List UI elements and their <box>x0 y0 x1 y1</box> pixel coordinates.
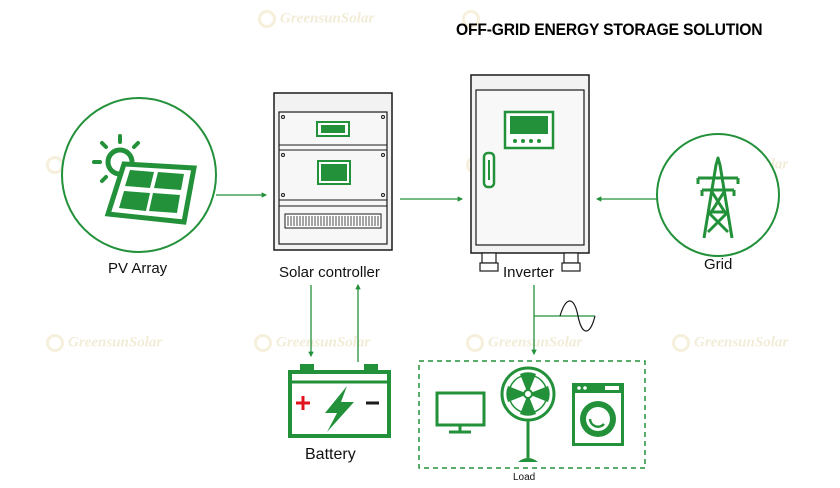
watermark-logo: GreensunSolar <box>672 334 788 352</box>
solar-controller-label: Solar controller <box>279 264 380 281</box>
washing-machine-icon <box>572 383 624 446</box>
watermark-logo: GreensunSolar <box>258 10 374 28</box>
load-label: Load <box>513 472 536 483</box>
battery-label: Battery <box>305 446 356 463</box>
watermark-logo: GreensunSolar <box>46 334 162 352</box>
watermark-logo <box>462 10 484 28</box>
lightning-icon <box>325 386 354 432</box>
ac-sine-wave-icon <box>534 300 596 332</box>
battery-icon <box>288 364 391 438</box>
solar-controller-node <box>273 92 393 251</box>
solar-panel-icon <box>104 161 197 225</box>
watermark-logo: GreensunSolar <box>254 334 370 352</box>
monitor-icon <box>435 391 486 434</box>
grid-label: Grid <box>704 256 733 273</box>
connectors <box>216 192 657 362</box>
vent-grille <box>284 213 382 229</box>
pv-array-node <box>61 97 217 253</box>
load-group <box>418 360 646 469</box>
transmission-tower-icon <box>696 156 740 239</box>
pv-array-label: PV Array <box>108 260 168 277</box>
watermark-logo: GreensunSolar <box>466 334 582 352</box>
fan-icon <box>500 366 556 462</box>
inverter-label: Inverter <box>503 264 554 281</box>
diagram-title: OFF-GRID ENERGY STORAGE SOLUTION <box>456 20 763 39</box>
inverter-node <box>470 74 590 272</box>
grid-node <box>656 133 780 257</box>
